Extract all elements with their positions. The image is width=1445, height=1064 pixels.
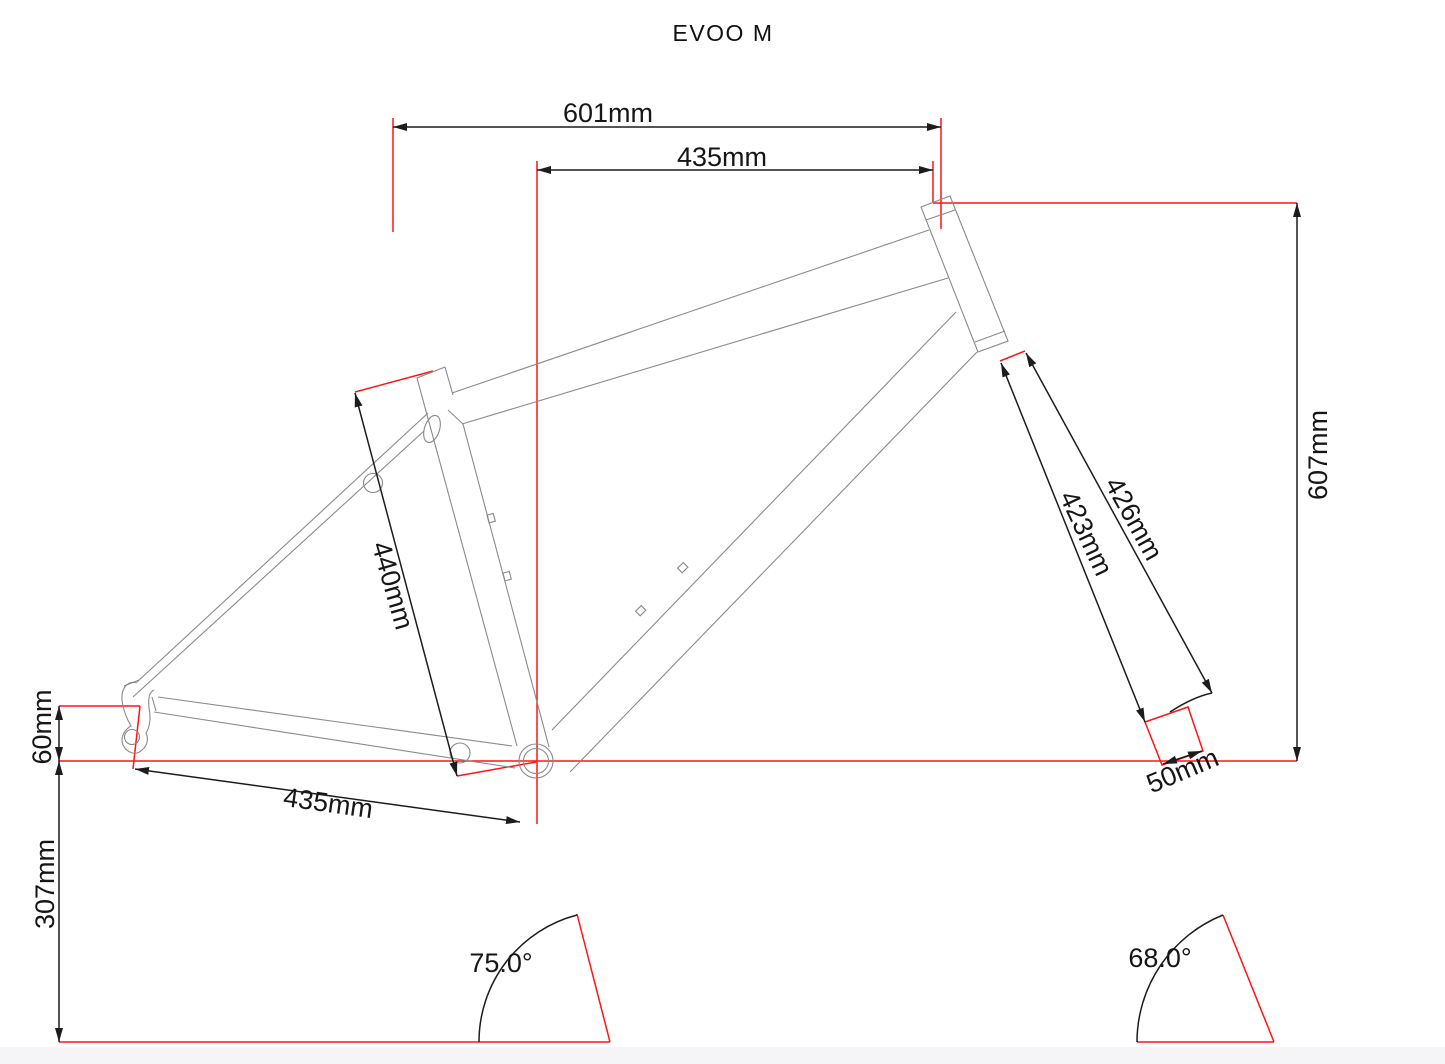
chainstay-end-cap <box>151 696 157 712</box>
dim-label-head-tube-angle: 68.0° <box>1128 943 1191 973</box>
chainstay-lower-edge <box>153 711 516 769</box>
top-tube-lower-edge <box>461 277 949 425</box>
derailleur-hanger-hole <box>123 728 141 746</box>
dim-label-fork-offset: 50mm <box>1142 742 1223 799</box>
dim-line-fork-423 <box>1000 362 1146 723</box>
dim-line-chainstay <box>134 766 521 825</box>
dim-label-effective-top-tube: 601mm <box>563 98 653 128</box>
fork-crown-reference-line <box>999 350 1026 362</box>
down-tube-bottle-boss-2 <box>676 561 689 574</box>
seat-angle-arc <box>478 914 578 1043</box>
seat-tube-right-edge-lower <box>447 409 550 748</box>
dim-label-seat-tube-length: 440mm <box>366 538 420 633</box>
derailleur-hanger <box>121 681 155 754</box>
fork-offset-construction-box <box>1144 706 1204 766</box>
headset-top-line <box>925 209 956 221</box>
head-angle-arc <box>1136 914 1224 1043</box>
bottom-bracket-shell <box>518 743 554 779</box>
labels: EVOO M 601mm 435mm 607mm 440mm 426mm 423… <box>27 20 1333 978</box>
drawing-title: EVOO M <box>672 20 773 46</box>
construction-lines <box>59 118 1297 1043</box>
down-tube-bottle-boss-1 <box>634 604 647 617</box>
top-tube-upper-edge <box>451 229 930 394</box>
dim-label-bb-drop: 60mm <box>27 689 57 764</box>
page-bottom-strip <box>0 1047 1445 1064</box>
dim-line-fork-offset <box>1162 750 1203 765</box>
dim-label-bb-height: 307mm <box>30 839 60 929</box>
seat-tube-left-edge <box>416 366 518 747</box>
seat-tube-bottle-boss-1 <box>486 512 496 524</box>
seatstay-junction-fillet <box>423 414 441 444</box>
seat-tube-bottle-boss-2 <box>502 570 512 582</box>
down-tube-lower-edge <box>569 351 978 773</box>
seat-angle-slant-line <box>576 913 611 1043</box>
dim-label-chainstay: 435mm <box>282 782 375 824</box>
ext-line-seat-tube-top <box>354 370 434 393</box>
bottom-bracket-bore <box>522 747 550 775</box>
dim-label-reach: 435mm <box>677 142 767 172</box>
down-tube-upper-edge <box>551 311 957 731</box>
fork-dim-swing-arc <box>1169 692 1213 713</box>
head-angle-slant-line <box>1222 914 1275 1043</box>
dim-label-stack: 607mm <box>1303 410 1333 500</box>
dim-line-seat-tube-length <box>354 392 458 777</box>
frame-outline <box>121 195 1009 779</box>
ext-line-rear-axle-drop <box>132 705 141 770</box>
headset-bottom-line <box>974 330 1006 343</box>
head-tube <box>920 195 1009 353</box>
dim-line-fork-426 <box>1025 352 1213 694</box>
chainstay-upper-edge <box>157 696 513 747</box>
seat-tube-right-edge-upper <box>444 366 454 396</box>
dim-label-seat-tube-angle: 75.0° <box>469 948 532 978</box>
dimension-lines <box>55 123 1301 1043</box>
